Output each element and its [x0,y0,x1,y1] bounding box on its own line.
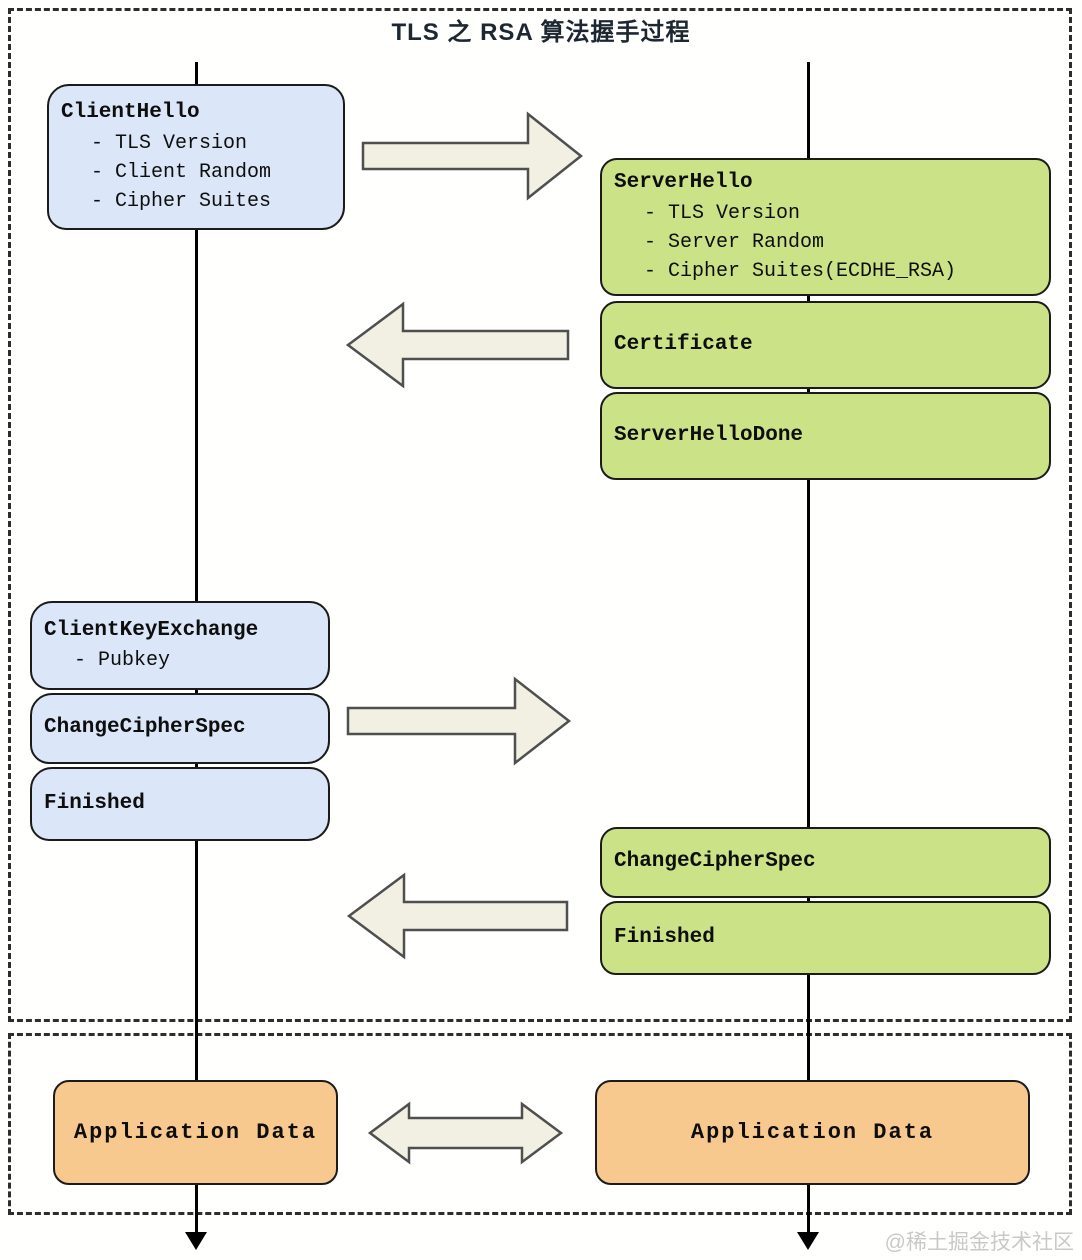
handshake-phase-frame [8,8,1072,1022]
message-item: - Client Random [91,160,272,184]
client-key-exchange-box: ClientKeyExchange - Pubkey [30,601,330,690]
message-title: ClientKeyExchange [44,618,259,642]
server-certificate-box: Certificate [600,301,1051,389]
watermark: @稀土掘金技术社区 [884,1231,1074,1254]
arrow-right-key-exchange-icon [346,676,572,766]
message-title: Finished [44,791,145,815]
message-item: - TLS Version [91,131,248,155]
server-lifeline [807,62,810,1234]
message-title: Finished [614,925,715,949]
message-item: - Cipher Suites [91,189,272,213]
message-title: ChangeCipherSpec [614,850,816,874]
client-change-cipher-spec-box: ChangeCipherSpec [30,693,330,764]
message-title: ChangeCipherSpec [44,716,246,740]
server-hello-box: ServerHello - TLS Version - Server Rando… [600,158,1051,296]
client-lifeline-arrowhead-icon [185,1232,207,1250]
message-title: Application Data [73,1119,318,1145]
arrow-left-server-response-icon [345,301,570,389]
message-title: Application Data [690,1119,935,1145]
client-hello-box: ClientHello - TLS Version - Client Rando… [47,84,345,230]
message-item: - TLS Version [644,201,801,225]
arrow-left-server-finished-icon [346,872,569,960]
server-lifeline-arrowhead-icon [797,1232,819,1250]
message-item: - Cipher Suites(ECDHE_RSA) [644,259,957,283]
message-title: ServerHelloDone [614,423,804,447]
client-application-data-box: Application Data [53,1080,338,1185]
message-item: - Server Random [644,230,825,254]
application-phase-frame [8,1033,1072,1215]
message-title: ServerHello [614,171,753,195]
server-change-cipher-spec-box: ChangeCipherSpec [600,827,1051,898]
server-application-data-box: Application Data [595,1080,1030,1185]
message-title: ClientHello [61,101,200,125]
server-finished-box: Finished [600,901,1051,975]
arrow-double-application-data-icon [367,1101,564,1165]
server-hello-done-box: ServerHelloDone [600,392,1051,480]
message-item: - Pubkey [74,649,171,673]
diagram-title: TLS 之 RSA 算法握手过程 [391,19,691,46]
message-title: Certificate [614,332,753,356]
client-finished-box: Finished [30,767,330,841]
arrow-right-client-hello-icon [361,111,584,201]
